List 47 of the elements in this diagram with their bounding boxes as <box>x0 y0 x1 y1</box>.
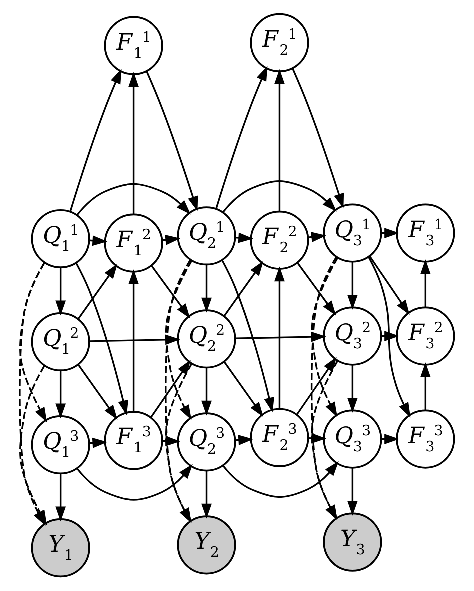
arrow <box>222 260 274 413</box>
arrow <box>202 368 212 416</box>
arrow <box>311 360 339 520</box>
arrow <box>56 268 66 316</box>
arrow <box>310 257 338 520</box>
arrow <box>274 69 285 212</box>
arrow <box>128 72 139 214</box>
arrow <box>151 266 190 319</box>
arrow <box>224 362 264 418</box>
arrow <box>216 66 268 210</box>
arrow <box>311 258 339 418</box>
arrow <box>165 363 193 524</box>
arrow <box>236 332 326 342</box>
arrow <box>347 262 358 310</box>
arrow <box>76 183 191 216</box>
arrow <box>292 68 344 209</box>
arrow <box>368 256 411 418</box>
arrow <box>128 270 139 412</box>
arrow <box>76 464 193 501</box>
arrow <box>78 264 118 320</box>
arrow <box>202 471 212 519</box>
arrow <box>222 461 339 498</box>
arrow <box>90 334 180 346</box>
arrow <box>78 364 118 420</box>
node-circle: Y$_{1}$ <box>31 518 90 578</box>
arrow <box>202 265 212 313</box>
arrow <box>56 474 66 522</box>
arrow <box>274 266 285 409</box>
arrow <box>369 256 410 316</box>
arrow <box>76 262 128 416</box>
arrow <box>347 365 358 413</box>
arrow <box>347 468 358 516</box>
arrow <box>224 261 264 317</box>
arrow <box>297 262 336 316</box>
arrow <box>56 370 66 419</box>
arrow <box>165 260 192 524</box>
arrow <box>70 68 122 212</box>
arrow <box>296 357 337 416</box>
arrow <box>420 362 431 410</box>
arrow <box>222 180 337 213</box>
arrow <box>150 360 191 418</box>
arrow <box>165 260 193 420</box>
arrow <box>146 71 198 212</box>
arrow <box>308 433 327 444</box>
node-circle: Y$_{2}$ <box>177 516 236 575</box>
node-circle: Y$_{3}$ <box>323 512 382 572</box>
arrow <box>420 260 431 308</box>
